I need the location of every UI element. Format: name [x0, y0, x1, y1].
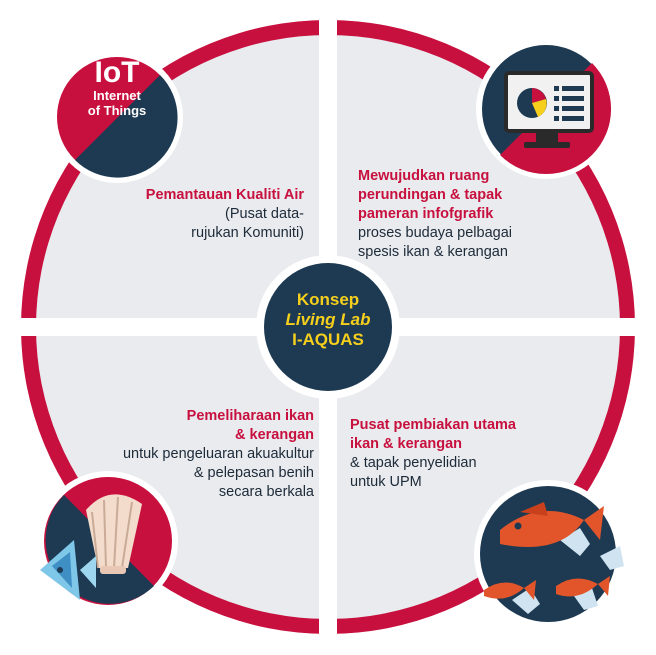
- iot-line1: Internet: [93, 88, 141, 103]
- bottom-left-body-2: & pelepasan benih: [193, 465, 314, 481]
- quadrant-bottom-left: Pemeliharaan ikan & kerangan untuk penge…: [64, 407, 314, 502]
- top-left-body-1: (Pusat data-: [225, 206, 304, 222]
- center-label: Konsep Living Lab I-AQUAS: [268, 290, 388, 350]
- iot-badge: [51, 51, 183, 183]
- iot-acronym: IoT: [94, 56, 140, 89]
- center-disc: [264, 263, 392, 391]
- quadrant-bottom-right: Pusat pembiakan utama ikan & kerangan & …: [350, 416, 580, 492]
- bottom-left-title-2: & kerangan: [235, 427, 314, 443]
- top-right-body-2: spesis ikan & kerangan: [358, 244, 508, 260]
- monitor-chart-icon: [476, 39, 616, 179]
- center-line2: Living Lab: [285, 310, 371, 329]
- bottom-left-title-1: Pemeliharaan ikan: [186, 408, 314, 424]
- top-right-title-3: pameran infofgrafik: [358, 206, 494, 222]
- bottom-left-body-1: untuk pengeluaran akuakultur: [122, 446, 314, 462]
- bottom-right-title-2: ikan & kerangan: [350, 436, 463, 452]
- quadrant-top-right: Mewujudkan ruang perundingan & tapak pam…: [358, 167, 588, 262]
- bottom-left-body-3: secara berkala: [218, 484, 314, 500]
- center-line3: I-AQUAS: [292, 330, 364, 349]
- bottom-right-body-2: untuk UPM: [350, 474, 422, 490]
- bottom-right-title-1: Pusat pembiakan utama: [350, 417, 516, 433]
- top-right-title-2: perundingan & tapak: [358, 187, 503, 203]
- iot-label: IoT Internet of Things: [58, 56, 176, 119]
- top-left-title: Pemantauan Kualiti Air: [145, 187, 304, 203]
- bottom-right-body-1: & tapak penyelidian: [350, 455, 477, 471]
- center-line1: Konsep: [296, 290, 360, 309]
- quadrant-top-left: Pemantauan Kualiti Air (Pusat data- ruju…: [80, 186, 304, 243]
- seashell-fish-icon: [38, 471, 178, 611]
- fish-school-icon: [474, 480, 624, 628]
- top-left-body-2: rujukan Komuniti): [191, 225, 304, 241]
- top-right-body-1: proses budaya pelbagai: [358, 225, 512, 241]
- top-right-title-1: Mewujudkan ruang: [358, 168, 490, 184]
- iot-line2: of Things: [87, 103, 147, 118]
